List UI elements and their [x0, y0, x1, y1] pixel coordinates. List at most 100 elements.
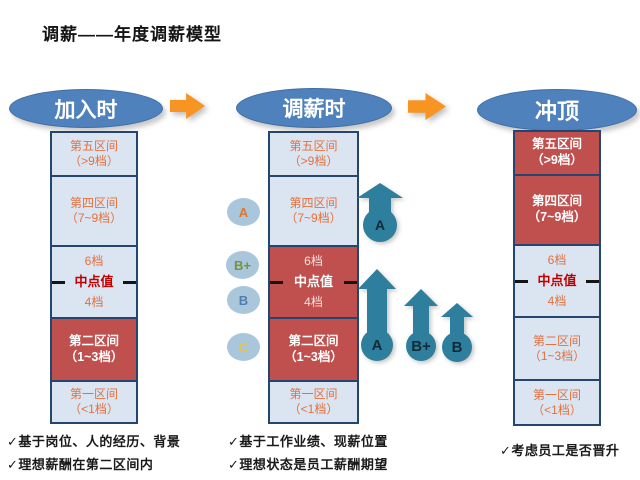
band-range: （7~9档） — [285, 211, 342, 225]
rating-arrow-a-high-icon: A — [357, 183, 403, 242]
band-label: 第五区间 — [69, 139, 118, 153]
arrow-circle — [442, 332, 472, 362]
arrow-circle — [361, 329, 393, 361]
interval-1-band: 第一区间 （<1档） — [270, 382, 357, 422]
stage-header-label: 加入时 — [54, 98, 118, 122]
slide-title: 调薪——年度调薪模型 — [42, 25, 222, 44]
interval-2-band: 第二区间 （1~3档） — [52, 319, 136, 382]
midpoint-label: 中点值 — [74, 273, 114, 289]
grade-circle-c: C — [227, 333, 260, 361]
band-grade-lower: 4档 — [304, 294, 323, 309]
band-label: 第四区间 — [289, 196, 338, 210]
interval-5-band: 第五区间 （>9档） — [52, 133, 136, 177]
right-arrow-shape — [170, 93, 205, 119]
band-grade-upper: 6档 — [84, 254, 104, 269]
grade-circle-b-plus: B+ — [226, 251, 259, 279]
stage-header-adjustment: 调薪时 — [236, 88, 392, 128]
stage-header-joining: 加入时 — [9, 89, 163, 128]
rating-label: A — [372, 337, 383, 354]
grade-label: B — [238, 292, 249, 308]
interval-2-band: 第二区间 （1~3档） — [270, 319, 357, 382]
interval-4-band: 第四区间 （7~9档） — [52, 177, 136, 247]
arrow-head — [441, 303, 473, 317]
band-range: （7~9档） — [527, 210, 587, 224]
band-label: 第四区间 — [531, 194, 582, 209]
interval-5-band: 第五区间 （>9档） — [515, 132, 599, 176]
stage-header-peak: 冲顶 — [477, 89, 637, 131]
band-label: 第二区间 — [68, 333, 119, 348]
rating-label: A — [375, 217, 385, 233]
band-range: （>9档） — [531, 153, 583, 167]
salary-band-column-joining: 第五区间 （>9档） 第四区间 （7~9档） 6档 中点值 4档 第二区间 （1… — [50, 131, 138, 424]
midpoint-line: 中点值 — [515, 273, 599, 289]
stage-note: ✓理想状态是员工薪酬期望 — [228, 457, 388, 472]
midpoint-dash — [270, 280, 283, 284]
band-grade-upper: 6档 — [547, 253, 567, 268]
midpoint-band: 6档 中点值 4档 — [515, 246, 599, 318]
flow-arrow-icon — [408, 93, 446, 120]
arrow-head — [358, 269, 396, 289]
band-label: 第一区间 — [289, 387, 338, 401]
stage-header-label: 调薪时 — [282, 98, 346, 121]
stage-header-label: 冲顶 — [534, 99, 579, 124]
interval-1-band: 第一区间 （<1档） — [52, 382, 136, 422]
rating-arrow-b-icon: B — [441, 303, 473, 362]
stage-note: ✓考虑员工是否晋升 — [500, 443, 620, 458]
grade-label: B+ — [234, 257, 251, 273]
midpoint-label: 中点值 — [537, 272, 577, 288]
midpoint-band: 6档 中点值 4档 — [52, 247, 136, 319]
midpoint-dash — [52, 280, 65, 284]
band-range: （>9档） — [69, 154, 119, 168]
salary-band-column-adjustment: 第五区间 （>9档） 第四区间 （7~9档） 6档 中点值 4档 第二区间 （1… — [268, 131, 359, 424]
midpoint-dash — [515, 279, 528, 283]
band-label: 第一区间 — [69, 387, 118, 401]
band-label: 第一区间 — [532, 387, 581, 402]
arrow-head — [404, 289, 438, 306]
arrow-circle — [406, 331, 436, 361]
rating-arrow-b-plus-icon: B+ — [404, 289, 438, 361]
band-label: 第五区间 — [289, 139, 338, 153]
midpoint-dash — [585, 279, 599, 283]
band-range: （<1档） — [69, 402, 119, 416]
band-label: 第五区间 — [531, 137, 582, 152]
arrow-head — [357, 183, 403, 198]
interval-1-band: 第一区间 （<1档） — [515, 381, 599, 424]
stage-note: ✓基于工作业绩、现薪位置 — [228, 434, 388, 449]
band-range: （>9档） — [288, 154, 339, 168]
stage-note: ✓基于岗位、人的经历、背景 — [7, 434, 181, 449]
salary-band-column-peak: 第五区间 （>9档） 第四区间 （7~9档） 6档 中点值 4档 第二区间 （1… — [513, 130, 601, 426]
rating-label: B+ — [411, 338, 431, 355]
interval-2-band: 第二区间 （1~3档） — [515, 318, 599, 381]
band-label: 第四区间 — [69, 196, 118, 210]
interval-4-band: 第四区间 （7~9档） — [515, 176, 599, 246]
band-range: （1~3档） — [528, 348, 586, 363]
rating-arrow-a-icon: A — [358, 269, 396, 361]
grade-circle-a: A — [227, 198, 260, 226]
flow-arrow-icon — [170, 93, 205, 119]
rating-label: B — [452, 339, 463, 356]
band-range: （<1档） — [288, 402, 339, 416]
band-range: （<1档） — [532, 402, 582, 417]
grade-label: A — [238, 204, 249, 220]
midpoint-line: 中点值 — [270, 274, 357, 290]
midpoint-label: 中点值 — [293, 273, 333, 289]
interval-5-band: 第五区间 （>9档） — [270, 133, 357, 177]
midpoint-line: 中点值 — [52, 274, 136, 290]
band-range: （7~9档） — [65, 211, 123, 225]
interval-4-band: 第四区间 （7~9档） — [270, 177, 357, 247]
arrow-circle — [363, 208, 397, 242]
band-grade-lower: 4档 — [547, 293, 567, 308]
grade-circle-b: B — [227, 286, 260, 314]
band-label: 第二区间 — [288, 333, 339, 348]
band-grade-lower: 4档 — [84, 294, 104, 309]
band-range: （1~3档） — [64, 349, 124, 364]
midpoint-dash — [343, 280, 357, 284]
midpoint-dash — [122, 280, 136, 284]
grade-label: C — [238, 339, 249, 355]
band-range: （1~3档） — [284, 349, 343, 364]
stage-note: ✓理想薪酬在第二区间内 — [7, 457, 154, 472]
band-label: 第二区间 — [532, 333, 581, 348]
right-arrow-shape — [408, 93, 446, 120]
band-grade-upper: 6档 — [304, 254, 323, 269]
midpoint-band: 6档 中点值 4档 — [270, 247, 357, 319]
